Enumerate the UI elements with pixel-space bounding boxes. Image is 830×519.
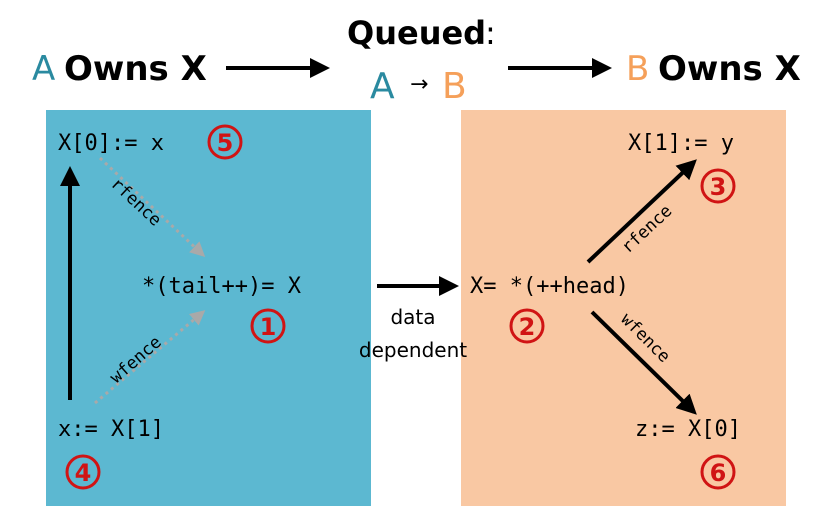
- badge-5: 5: [207, 124, 243, 160]
- rfence-arrow-b: [586, 159, 697, 264]
- wfence-arrow-b: [590, 310, 697, 415]
- badge-6-number: 6: [710, 459, 727, 487]
- badge-6: 6: [700, 454, 736, 490]
- badge-3: 3: [700, 168, 736, 204]
- panel-b: [461, 110, 786, 506]
- header-owns-x-left: Owns X: [64, 49, 207, 89]
- load-x0-statement: z:= X[0]: [635, 417, 741, 442]
- dequeue-statement: X= *(++head): [470, 274, 629, 299]
- badge-5-number: 5: [217, 129, 234, 157]
- badge-4-number: 4: [75, 459, 92, 487]
- badge-4: 4: [65, 454, 101, 490]
- header-queued-label: Queued: [347, 14, 486, 52]
- header-queued-a: A: [370, 66, 395, 107]
- badge-1: 1: [250, 308, 286, 344]
- enqueue-statement: *(tail++)= X: [142, 274, 302, 299]
- header-owns-x-right: Owns X: [658, 49, 801, 89]
- badge-2-number: 2: [519, 313, 536, 341]
- header-queued-b: B: [442, 66, 467, 107]
- header-a-letter: A: [32, 49, 55, 89]
- badge-1-number: 1: [260, 313, 277, 341]
- rfence-dotted-arrow-a: [98, 156, 206, 258]
- badge-2: 2: [509, 308, 545, 344]
- header-queued-arrow: →: [410, 72, 428, 97]
- header-b-letter: B: [626, 49, 649, 89]
- dependent-label: dependent: [359, 338, 467, 362]
- data-label: data: [390, 305, 435, 329]
- x1-assign-statement: X[1]:= y: [628, 131, 734, 156]
- load-x1-statement: x:= X[1]: [58, 417, 164, 442]
- x0-assign-statement: X[0]:= x: [58, 131, 164, 156]
- wfence-dotted-arrow-a: [94, 310, 206, 405]
- panel-a: [46, 110, 371, 506]
- header-queued-colon: :: [485, 14, 496, 52]
- badge-3-number: 3: [710, 173, 727, 201]
